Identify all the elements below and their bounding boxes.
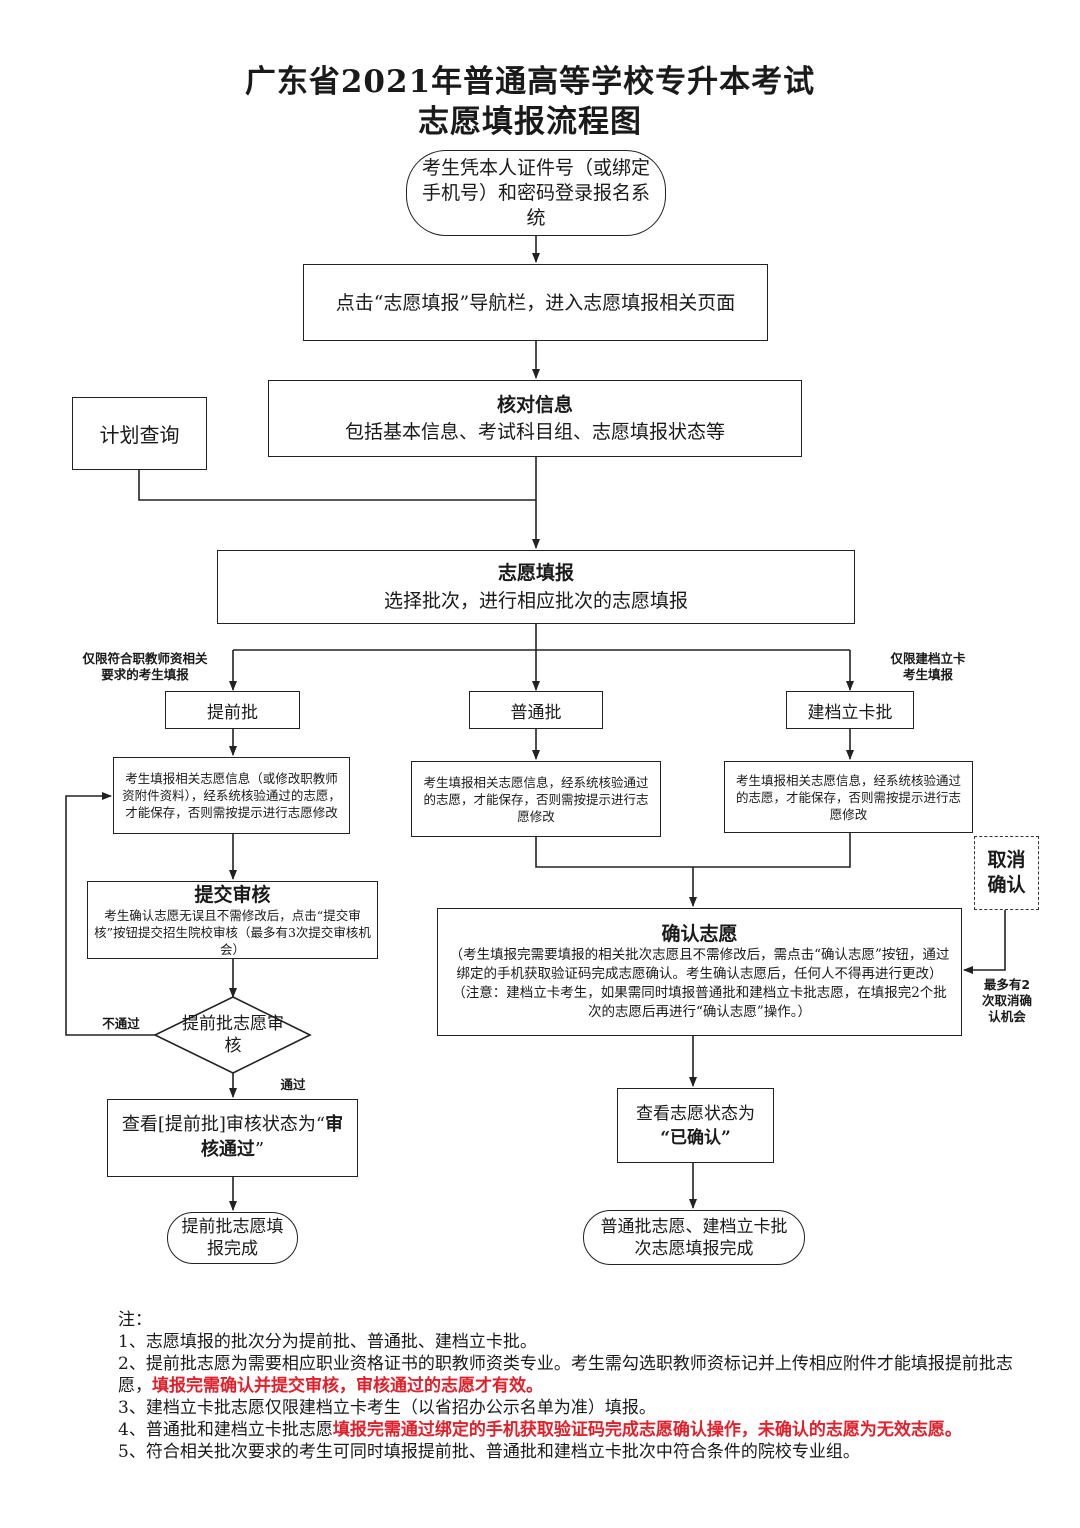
page-title: 广东省2021年普通高等学校专升本考试 [244,64,816,100]
note-5: 5、符合相关批次要求的考生可同时填报提前批、普通批和建档立卡批次中符合条件的院校… [118,1442,860,1462]
regular-fill-node: 考生填报相关志愿信息，经系统核验通过的志愿，才能保存，否则需按提示进行志愿修改 [411,761,661,837]
regular-batch-label: 普通批 [510,702,562,723]
confirmed-status-node: 查看志愿状态为 “已确认” [617,1088,774,1163]
note-2-text: 2、提前批志愿为需要相应职业资格证书的职教师资类专业。考生需勾选职教师资标记并上… [118,1354,1013,1396]
archive-eligibility-note: 仅限建档立卡考生填报 [890,651,966,682]
note-4-text: 4、普通批和建档立卡批志愿 [118,1420,333,1440]
regular-done-node: 普通批志愿、建档立卡批次志愿填报完成 [583,1210,805,1265]
notes-heading: 注： [118,1310,152,1330]
not-pass-label: 不通过 [102,1016,140,1031]
early-fill-text: 考生填报相关志愿信息（或修改职教师资附件资料），经系统核验通过的志愿，才能保存，… [122,771,341,820]
fill-node: 志愿填报 选择批次，进行相应批次的志愿填报 [217,550,855,624]
early-status-suffix: ” [254,1139,265,1160]
regular-fill-text: 考生填报相关志愿信息，经系统核验通过的志愿，才能保存，否则需按提示进行志愿修改 [423,774,649,824]
early-done-node: 提前批志愿填报完成 [167,1212,298,1264]
note-1: 1、志愿填报的批次分为提前批、普通批、建档立卡批。 [118,1332,537,1352]
nav-node: 点击“志愿填报”导航栏，进入志愿填报相关页面 [303,264,768,341]
page-subtitle: 志愿填报流程图 [418,104,642,140]
fill-desc: 选择批次，进行相应批次的志愿填报 [383,590,688,612]
verify-node: 核对信息 包括基本信息、考试科目组、志愿填报状态等 [268,380,802,457]
confirmed-status-value: “已确认” [660,1127,731,1148]
early-status-value: 审核通过 [200,1114,344,1160]
early-status-node: 查看[提前批]审核状态为“审核通过” [107,1099,358,1177]
early-fill-node: 考生填报相关志愿信息（或修改职教师资附件资料），经系统核验通过的志愿，才能保存，… [113,757,350,834]
pass-label: 通过 [280,1077,306,1092]
cancel-confirm-text: 取消确认 [987,849,1026,896]
review-label: 提前批志愿审核 [182,1014,284,1056]
confirm-node: 确认志愿 （考生填报完需要填报的相关批次志愿且不需修改后，需点击“确认志愿”按钮… [437,908,962,1036]
verify-title: 核对信息 [496,393,573,416]
confirm-title: 确认志愿 [661,923,738,945]
line-not-pass-loop [65,792,155,1036]
verify-desc: 包括基本信息、考试科目组、志愿填报状态等 [344,420,725,443]
fill-title: 志愿填报 [497,562,574,584]
review-diamond [153,996,312,1074]
submit-title: 提交审核 [194,883,271,906]
early-status-prefix: 查看[提前批]审核状态为“ [121,1114,326,1135]
regular-batch-node: 普通批 [469,691,603,729]
note-4: 4、普通批和建档立卡批志愿填报完需通过绑定的手机获取验证码完成志愿确认操作，未确… [118,1419,1038,1441]
plan-query-node: 计划查询 [72,397,207,470]
arrow-cancel-confirm [963,909,1006,974]
archive-fill-node: 考生填报相关志愿信息，经系统核验通过的志愿，才能保存，否则需按提示进行志愿修改 [724,761,973,833]
regular-done-text: 普通批志愿、建档立卡批次志愿填报完成 [600,1216,788,1259]
note-3: 3、建档立卡批志愿仅限建档立卡考生（以省招办公示名单为准）填报。 [118,1398,656,1418]
early-eligibility-note: 仅限符合职教师资相关要求的考生填报 [82,651,208,682]
cancel-confirm-node: 取消确认 [974,836,1039,910]
submit-review-node: 提交审核 考生确认志愿无误且不需修改后，点击“提交审核”按钮提交招生院校审核（最… [87,881,378,959]
login-node: 考生凭本人证件号（或绑定手机号）和密码登录报名系统 [406,150,666,236]
note-2-highlight: 填报完需确认并提交审核，审核通过的志愿才有效。 [152,1376,543,1396]
login-text: 考生凭本人证件号（或绑定手机号）和密码登录报名系统 [421,156,650,229]
early-batch-label: 提前批 [207,702,258,723]
archive-batch-label: 建档立卡批 [807,702,893,723]
nav-text: 点击“志愿填报”导航栏，进入志愿填报相关页面 [335,291,736,314]
line-plan-query [138,469,536,501]
line-merge-regular-archive [535,832,851,868]
cancel-limit-note: 最多有2次取消确认机会 [982,977,1033,1024]
note-2: 2、提前批志愿为需要相应职业资格证书的职教师资类专业。考生需勾选职教师资标记并上… [118,1353,1038,1397]
early-batch-node: 提前批 [165,691,300,729]
archive-batch-node: 建档立卡批 [786,691,914,729]
plan-query-text: 计划查询 [99,423,180,447]
note-4-highlight: 填报完需通过绑定的手机获取验证码完成志愿确认操作，未确认的志愿为无效志愿。 [332,1420,962,1440]
confirm-desc-2: （注意：建档立卡考生，如果需同时填报普通批和建档立卡批志愿，在填报完2个批次的志… [452,985,947,1020]
submit-desc: 考生确认志愿无误且不需修改后，点击“提交审核”按钮提交招生院校审核（最多有3次提… [94,907,371,957]
confirm-desc-1: （考生填报完需要填报的相关批次志愿且不需修改后，需点击“确认志愿”按钮，通过绑定… [449,947,950,982]
early-done-text: 提前批志愿填报完成 [181,1217,284,1259]
archive-fill-text: 考生填报相关志愿信息，经系统核验通过的志愿，才能保存，否则需按提示进行志愿修改 [735,772,961,822]
confirmed-status-prefix: 查看志愿状态为 [636,1103,755,1124]
